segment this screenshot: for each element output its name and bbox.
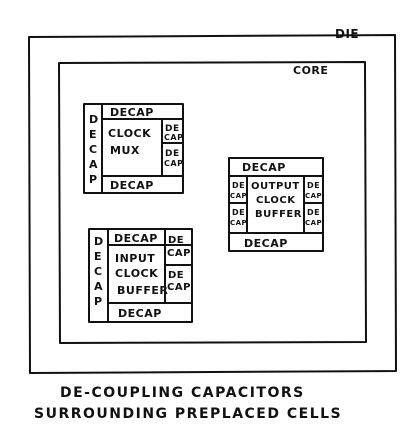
output-buffer-right-bottom-de: DE [307, 208, 320, 217]
input-buffer-left-decap-e: E [94, 250, 102, 263]
clock-mux-name-line2: MUX [110, 144, 140, 157]
input-buffer-right-bottom-cap: CAP [167, 282, 191, 293]
clock-mux-left-decap-e: E [89, 128, 97, 141]
output-buffer-name-line2: CLOCK [256, 195, 296, 206]
output-buffer-right-top-cap: CAP [305, 192, 322, 200]
output-clock-buffer-outer [228, 157, 324, 252]
clock-mux-bottom-decap: DECAP [110, 179, 154, 192]
output-buffer-left-bottom-cap: CAP [230, 219, 247, 227]
input-buffer-left-decap-p: P [94, 295, 103, 308]
clock-mux-right-bottom-de: DE [165, 149, 180, 159]
output-clock-buffer-block [228, 157, 324, 252]
input-clock-buffer-block [88, 228, 193, 323]
output-buffer-right-top-de: DE [307, 181, 320, 190]
output-buffer-left-top-de: DE [232, 181, 245, 190]
input-buffer-name-line3: BUFFER [117, 284, 168, 297]
output-buffer-bottom-decap: DECAP [244, 237, 288, 250]
input-clock-buffer-outer [88, 228, 193, 323]
input-buffer-name-line2: CLOCK [115, 267, 158, 280]
clock-mux-right-bottom-cap: CAP [164, 159, 183, 168]
output-buffer-right-bottom-cap: CAP [305, 219, 322, 227]
output-buffer-name-line3: BUFFER [255, 209, 302, 220]
clock-mux-left-decap-d: D [89, 113, 99, 126]
output-buffer-name-line1: OUTPUT [251, 181, 300, 192]
input-buffer-left-decap-d: D [94, 235, 104, 248]
clock-mux-left-decap-p: P [89, 173, 98, 186]
clock-mux-left-decap-a: A [89, 158, 98, 171]
core-label: CORE [293, 64, 328, 77]
input-buffer-left-decap-c: C [94, 265, 103, 278]
input-buffer-right-top-de: DE [168, 235, 184, 246]
caption-line-1: DE-COUPLING CAPACITORS [60, 385, 305, 401]
input-buffer-top-decap: DECAP [114, 232, 158, 245]
die-label: DIE [335, 27, 359, 41]
input-buffer-bottom-decap: DECAP [118, 307, 162, 320]
clock-mux-block [83, 103, 184, 194]
clock-mux-outer [83, 103, 184, 194]
output-buffer-top-decap: DECAP [242, 161, 286, 174]
clock-mux-left-decap-c: C [89, 143, 98, 156]
die-outline [28, 34, 397, 374]
output-buffer-left-top-cap: CAP [230, 192, 247, 200]
clock-mux-right-top-de: DE [165, 124, 180, 134]
input-buffer-right-top-cap: CAP [167, 248, 191, 259]
input-buffer-right-bottom-de: DE [168, 270, 184, 281]
output-buffer-left-bottom-de: DE [232, 208, 245, 217]
caption-line-2: SURROUNDING PREPLACED CELLS [34, 406, 343, 422]
clock-mux-right-top-cap: CAP [164, 133, 183, 142]
input-buffer-left-decap-a: A [94, 280, 103, 293]
input-buffer-name-line1: INPUT [115, 252, 155, 265]
clock-mux-top-decap: DECAP [110, 106, 154, 119]
core-outline [58, 61, 367, 344]
clock-mux-name-line1: CLOCK [108, 127, 151, 140]
